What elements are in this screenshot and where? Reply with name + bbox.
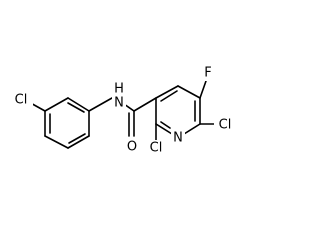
atom-cl-bottom-bg xyxy=(145,140,167,156)
atom-amide-n-bg xyxy=(112,96,126,110)
atom-cl-right: Cl xyxy=(214,117,236,133)
atom-f-bg xyxy=(201,65,215,81)
atom-amide-h-bg xyxy=(112,82,126,96)
atom-pyridine-n: N xyxy=(171,130,185,146)
atom-pyridine-n-bg xyxy=(171,130,185,146)
chemical-structure-diagram: Cl N H O F Cl xyxy=(11,65,236,156)
bond-pyridine-5 xyxy=(155,123,173,135)
atom-cl-right-bg xyxy=(214,117,236,133)
bond-pyridine-double-a xyxy=(160,90,178,102)
atom-layer: Cl N H O F Cl xyxy=(11,65,236,156)
atom-cl-right-label: Cl xyxy=(219,118,232,133)
bond-pyridine-2 xyxy=(177,85,201,99)
molecule-canvas: Cl N H O F Cl xyxy=(11,65,236,156)
bond-phenyl-3 xyxy=(67,135,90,149)
atom-carbonyl-o-bg xyxy=(125,139,139,155)
bond-phenyl-5 xyxy=(67,97,90,112)
atom-cl-bottom: Cl xyxy=(145,140,167,156)
bond-carbonyl-pyridine xyxy=(133,97,157,112)
bond-pyridine-4 xyxy=(183,123,201,135)
atom-amide-n-label: N xyxy=(114,96,124,111)
atom-amide-h-label: H xyxy=(114,82,124,97)
bond-pyridine-1 xyxy=(155,85,179,99)
bond-pyridine-f xyxy=(199,80,207,99)
atom-cl-left-label: Cl xyxy=(15,93,28,108)
atom-carbonyl-o: O xyxy=(125,139,139,155)
atom-cl-left-bg xyxy=(11,92,33,108)
bond-pyridine-double-c xyxy=(160,121,171,129)
atom-f-label: F xyxy=(204,66,211,81)
atom-carbonyl-o-label: O xyxy=(127,140,137,155)
atom-cl-bottom-label: Cl xyxy=(150,141,163,156)
atom-amide-n: N xyxy=(112,96,126,111)
bond-phenyl-6 xyxy=(44,97,69,112)
bond-phenyl-2 xyxy=(44,135,69,149)
bond-phenyl-double-b xyxy=(68,133,86,144)
atom-f: F xyxy=(201,65,215,81)
atom-cl-left: Cl xyxy=(11,92,33,108)
atom-amide-h: H xyxy=(112,82,126,97)
bond-phenyl-double-c xyxy=(67,102,85,113)
atom-pyridine-n-label: N xyxy=(173,131,183,146)
bond-phenyl-n xyxy=(88,97,113,112)
